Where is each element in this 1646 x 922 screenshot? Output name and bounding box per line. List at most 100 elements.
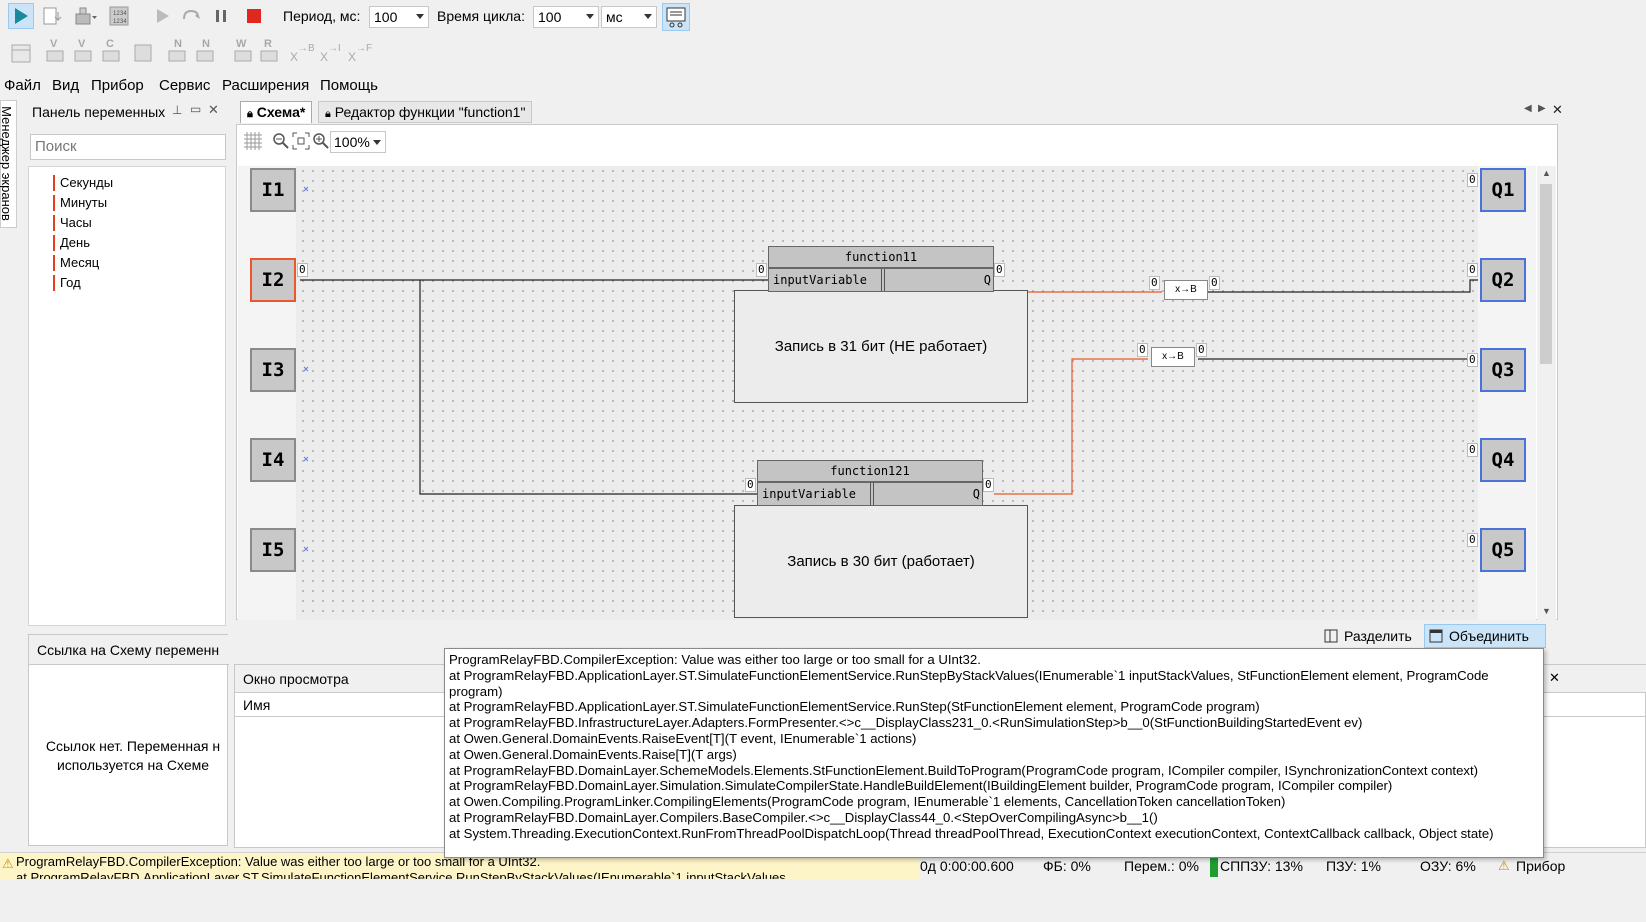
output-q4[interactable]: Q4 bbox=[1480, 438, 1526, 482]
cycle-time-select[interactable]: 100 bbox=[533, 6, 599, 28]
maximize-icon[interactable]: ▭ bbox=[190, 102, 202, 116]
input-i5[interactable]: I5 bbox=[250, 528, 296, 572]
const-button[interactable]: C bbox=[100, 38, 126, 66]
scheme-canvas[interactable]: I1 I2 0 I3 I4 I5 0 Q1 0 Q2 0 Q3 0 Q4 0 Q… bbox=[238, 166, 1536, 620]
list-item[interactable]: Секунды bbox=[53, 175, 113, 191]
chevron-down-icon bbox=[644, 14, 652, 19]
write-button[interactable]: W bbox=[232, 38, 258, 66]
download-icon bbox=[43, 7, 62, 25]
scrollbar-thumb[interactable] bbox=[1540, 184, 1552, 364]
tab-function-editor-label: Редактор функции "function1" bbox=[334, 104, 526, 120]
period-select[interactable]: 100 bbox=[369, 6, 429, 28]
list-item[interactable]: День bbox=[53, 235, 90, 251]
divider bbox=[870, 483, 874, 505]
tab-close-icon[interactable]: ✕ bbox=[1552, 102, 1563, 117]
function-block-body[interactable]: inputVariable Q bbox=[757, 482, 983, 506]
svg-text:X: X bbox=[348, 50, 356, 64]
tab-scroll-right-icon[interactable]: ▶ bbox=[1538, 103, 1546, 114]
zoom-in-button[interactable] bbox=[312, 132, 330, 150]
output-q5[interactable]: Q5 bbox=[1480, 528, 1526, 572]
menu-service[interactable]: Сервис bbox=[159, 77, 211, 94]
tab-scheme[interactable]: 🔒︎ Схема* bbox=[240, 101, 313, 123]
screen-manager-tab[interactable]: Менеджер экранов bbox=[0, 100, 17, 228]
fb-input-label: inputVariable bbox=[773, 273, 867, 287]
grid-toggle-button[interactable] bbox=[244, 132, 262, 150]
run-simulation-button[interactable] bbox=[8, 3, 34, 29]
var-v1-button[interactable]: V bbox=[44, 38, 70, 66]
status-device[interactable]: Прибор bbox=[1516, 858, 1566, 874]
list-item[interactable]: Часы bbox=[53, 215, 92, 231]
stop-button[interactable] bbox=[241, 3, 267, 29]
menu-device[interactable]: Прибор bbox=[91, 77, 144, 94]
list-item[interactable]: Минуты bbox=[53, 195, 107, 211]
output-q3[interactable]: Q3 bbox=[1480, 348, 1526, 392]
block-comment[interactable]: Запись в 31 бит (НЕ работает) bbox=[734, 290, 1028, 403]
menu-help[interactable]: Помощь bbox=[320, 77, 378, 94]
pin-value: 0 bbox=[1149, 276, 1160, 290]
scroll-up-icon[interactable]: ▲ bbox=[1542, 168, 1551, 178]
block-button[interactable] bbox=[130, 40, 156, 66]
block-comment[interactable]: Запись в 30 бит (работает) bbox=[734, 505, 1028, 618]
merge-icon bbox=[1429, 629, 1443, 643]
wire-conv1-q2 bbox=[1208, 279, 1478, 293]
cycle-unit-value: мс bbox=[606, 9, 623, 25]
menu-view[interactable]: Вид bbox=[52, 77, 80, 94]
document-tabs: 🔒︎ Схема* 🔒︎ Редактор функции "function1… bbox=[234, 100, 1646, 124]
convert-to-b-button[interactable]: X→B bbox=[288, 40, 314, 66]
pin-icon[interactable]: ⊥ bbox=[172, 103, 183, 117]
fit-view-button[interactable] bbox=[292, 132, 310, 150]
r-icon: R bbox=[264, 38, 272, 50]
svg-text:→I: →I bbox=[328, 43, 341, 54]
converter-block[interactable]: x→B bbox=[1151, 347, 1195, 367]
monitor-button[interactable] bbox=[662, 3, 690, 31]
device-settings-button[interactable] bbox=[72, 3, 98, 29]
download-button[interactable] bbox=[40, 3, 66, 29]
input-i2[interactable]: I2 bbox=[250, 258, 296, 302]
scroll-down-icon[interactable]: ▼ bbox=[1542, 606, 1551, 616]
zoom-select[interactable]: 100% bbox=[330, 131, 386, 153]
cycle-unit-select[interactable]: мс bbox=[601, 6, 657, 28]
input-i1[interactable]: I1 bbox=[250, 168, 296, 212]
zoom-out-button[interactable] bbox=[272, 132, 290, 150]
pause-button[interactable] bbox=[208, 3, 234, 29]
merge-button[interactable]: Объединить bbox=[1424, 624, 1546, 648]
net-n2-button[interactable]: N bbox=[194, 38, 220, 66]
input-i4[interactable]: I4 bbox=[250, 438, 296, 482]
convert-float-button[interactable]: X→F bbox=[346, 40, 372, 66]
watch-close-icon[interactable]: ✕ bbox=[1549, 670, 1560, 685]
menu-file[interactable]: Файл bbox=[4, 77, 41, 94]
tab-scroll-left-icon[interactable]: ◀ bbox=[1524, 103, 1532, 114]
variables-search-input[interactable]: Поиск bbox=[30, 134, 226, 160]
output-q2[interactable]: Q2 bbox=[1480, 258, 1526, 302]
input-i3[interactable]: I3 bbox=[250, 348, 296, 392]
function-block-title[interactable]: function11 bbox=[768, 246, 994, 268]
menu-extensions[interactable]: Расширения bbox=[222, 77, 310, 94]
n-icon: N bbox=[174, 38, 182, 50]
calendar-button[interactable] bbox=[8, 40, 34, 66]
var-v2-button[interactable]: V bbox=[72, 38, 98, 66]
scheme-scrollbar[interactable]: ▲ ▼ bbox=[1537, 166, 1556, 620]
column-name[interactable]: Имя bbox=[243, 697, 271, 713]
convert-int-button[interactable]: X→I bbox=[318, 40, 344, 66]
tab-function-editor[interactable]: 🔒︎ Редактор функции "function1" bbox=[318, 101, 533, 123]
net-n1-button[interactable]: N bbox=[166, 38, 192, 66]
device-icon bbox=[75, 7, 97, 25]
function-block-title[interactable]: function121 bbox=[757, 460, 983, 482]
list-item[interactable]: Месяц bbox=[53, 255, 99, 271]
list-item[interactable]: Год bbox=[53, 275, 81, 291]
converter-block[interactable]: x→B bbox=[1164, 280, 1208, 300]
link-panel-message: Ссылок нет. Переменная н используется на… bbox=[45, 738, 221, 773]
step-over-button[interactable] bbox=[178, 3, 204, 29]
function-block-body[interactable]: inputVariable Q bbox=[768, 268, 994, 292]
cycle-value: 100 bbox=[538, 9, 562, 25]
close-icon[interactable]: ✕ bbox=[208, 102, 219, 117]
output-q1[interactable]: Q1 bbox=[1480, 168, 1526, 212]
period-value: 100 bbox=[374, 9, 398, 25]
read-button[interactable]: R bbox=[258, 38, 284, 66]
tooltip-line: at ProgramRelayFBD.DomainLayer.SchemeMod… bbox=[449, 762, 1479, 778]
split-button[interactable]: Разделить bbox=[1324, 626, 1412, 646]
step-run-button[interactable] bbox=[150, 3, 176, 29]
